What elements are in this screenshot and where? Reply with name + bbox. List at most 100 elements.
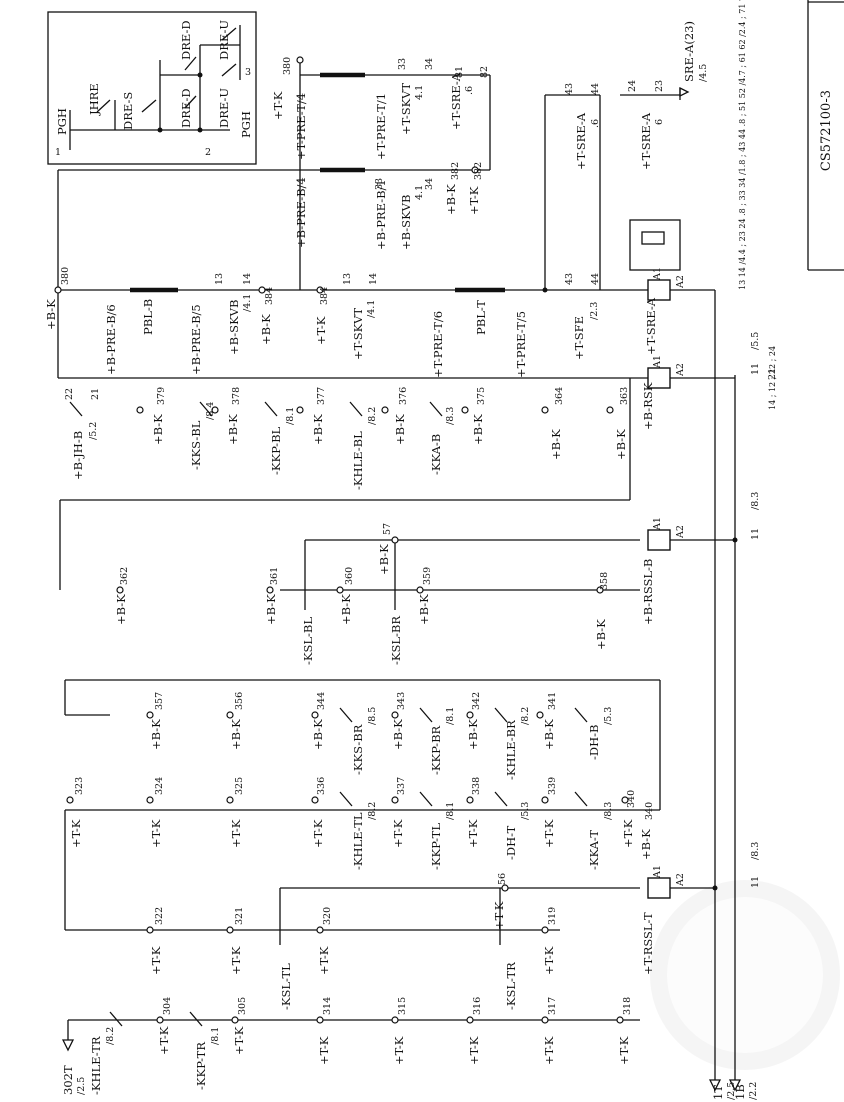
label-t-sre-a6c-ref: 6: [654, 119, 665, 125]
label-khle-tr-ref: /8.2: [105, 1027, 116, 1045]
label-n33b: 33: [374, 178, 385, 190]
label-b-jh-b: +B-JH-B: [71, 431, 85, 480]
label-dh-b: -DH-B: [587, 725, 601, 760]
label-t-k-56: +T-K: [492, 901, 506, 930]
label-a2-4: A2: [675, 873, 686, 887]
label-a2-3: A2: [675, 525, 686, 539]
label-n22: 22: [64, 388, 75, 400]
label-n14a: 14: [242, 273, 253, 285]
label-n34a: 34: [424, 58, 435, 70]
label-b-k-344-num: 344: [316, 692, 327, 710]
label-t-k-56-num: 56: [497, 873, 508, 885]
label-t-k-384-num: 384: [319, 287, 330, 305]
label-a1-2: A1: [652, 355, 663, 369]
label-n11b: 11: [750, 528, 761, 540]
label-t-k-318: +T-K: [617, 1036, 631, 1065]
label-b-k-356: +B-K: [229, 719, 243, 750]
label-t-k-338: +T-K: [466, 819, 480, 848]
label-b-k-357: +B-K: [149, 719, 163, 750]
label-t-k-317-num: 317: [547, 997, 558, 1015]
label-t-pre-t6: +T-PRE-T/6: [431, 311, 445, 378]
main-wiring: [54, 56, 742, 1092]
label-t-k-305-num: 305: [237, 997, 248, 1015]
label-t-k-380: +T-K: [271, 91, 285, 120]
label-b-pre-b1: +B-PRE-B/1: [374, 179, 388, 250]
label-t-pre-t4: +T-PRE-T/4: [294, 93, 308, 160]
label-t-sre-a-coil: +T-SRE-A: [644, 297, 658, 355]
label-khle-tr: -KHLE-TR: [89, 1036, 103, 1095]
label-b-k-358-num: 358: [599, 572, 610, 590]
label-term-1t-ref: /2.5: [726, 1082, 737, 1100]
label-kkp-br-ref: /8.1: [445, 707, 456, 725]
inset-jhre: JHRE: [87, 83, 101, 116]
label-t-k-339-num: 339: [547, 777, 558, 795]
label-a1-3: A1: [652, 517, 663, 531]
label-ksl-br: -KSL-BR: [389, 616, 403, 665]
label-b-k-376: +B-K: [393, 414, 407, 445]
label-b-k-363: +B-K: [614, 429, 628, 460]
label-b-skvb: +B-SKVB: [227, 300, 241, 355]
label-t-k-325-num: 325: [234, 777, 245, 795]
label-t-sre-a6c: +T-SRE-A: [639, 112, 653, 170]
label-t302-ref: /2.5: [76, 1077, 87, 1095]
label-term-1t: 1T: [711, 1085, 725, 1100]
label-kkp-br: -KKP-BR: [429, 725, 443, 775]
inset-dre-s: DRE-S: [121, 92, 135, 130]
label-b-k-378: +B-K: [226, 414, 240, 445]
label-t-k-316: +T-K: [467, 1036, 481, 1065]
inset-pgh-top: PGH: [55, 108, 69, 135]
label-b-k-341-num: 341: [547, 692, 558, 710]
label-kka-b: -KKA-B: [429, 434, 443, 475]
label-b-pre-b5: +B-PRE-B/5: [189, 304, 203, 375]
label-b-k-340-num: 340: [644, 802, 655, 820]
inset-dre-u-a: DRE-U: [217, 88, 231, 128]
label-khle-bl-ref: /8.2: [367, 407, 378, 425]
label-b-k-364-num: 364: [554, 387, 565, 405]
label-b-skvb-41-ref: 4.1: [414, 185, 425, 200]
label-kkp-tl-ref: /8.1: [445, 802, 456, 820]
label-b-k-358: +B-K: [594, 619, 608, 650]
label-n44b: 44: [590, 273, 601, 285]
label-a2-2: A2: [675, 363, 686, 377]
label-b-k-343: +B-K: [391, 719, 405, 750]
label-b-k-357-num: 357: [154, 692, 165, 710]
label-t-k-315-num: 315: [397, 997, 408, 1015]
label-b-k-341: +B-K: [542, 719, 556, 750]
label-t-k-320-num: 320: [322, 907, 333, 925]
label-b-k-340: +B-K: [639, 829, 653, 860]
label-t-k-314-num: 314: [322, 997, 333, 1015]
label-b-k-375-num: 375: [476, 387, 487, 405]
label-dh-t: -DH-T: [504, 825, 518, 860]
label-b-k-380-num: 380: [60, 267, 71, 285]
label-t-k-319-num: 319: [547, 907, 558, 925]
label-b-k-364: +B-K: [549, 429, 563, 460]
label-khle-bl: -KHLE-BL: [351, 431, 365, 490]
label-b-k-377: +B-K: [311, 414, 325, 445]
label-n11c: 11: [750, 876, 761, 888]
label-b-k-379: +B-K: [151, 414, 165, 445]
label-kka-t-ref: /8.3: [603, 802, 614, 820]
label-b-skvb-41: +B-SKVB: [399, 195, 413, 250]
label-t-k-305: +T-K: [232, 1026, 246, 1055]
label-b-k-342-num: 342: [471, 692, 482, 710]
label-b-k-361: +B-K: [264, 594, 278, 625]
label-b-k-356-num: 356: [234, 692, 245, 710]
label-t-k-382: +T-K: [467, 186, 481, 215]
inset-n2: 2: [205, 147, 211, 158]
label-t-k-380-num: 380: [282, 57, 293, 75]
inset-n1: 1: [55, 147, 61, 158]
label-b-rsk: +B-RSK: [641, 382, 655, 430]
inset-dre-d-b: DRE-D: [179, 20, 193, 60]
label-t-skvt-41: +T-SKVT: [399, 83, 413, 135]
labels: +B-K 380 +T-K 380 +T-PRE-T/4 +B-PRE-B/4 …: [44, 0, 778, 1100]
label-dh-t-ref: /5.3: [520, 802, 531, 820]
label-term-1b-ref: /2.2: [748, 1082, 759, 1100]
label-n81: 81: [454, 66, 465, 78]
label-b-k-384: +B-K: [259, 314, 273, 345]
label-n23: 23: [654, 80, 665, 92]
label-t-k-324: +T-K: [149, 819, 163, 848]
contact-table-n21: 21: [767, 368, 778, 380]
label-ref-83a: /8.3: [750, 492, 761, 510]
label-ref-83b: /8.3: [750, 842, 761, 860]
